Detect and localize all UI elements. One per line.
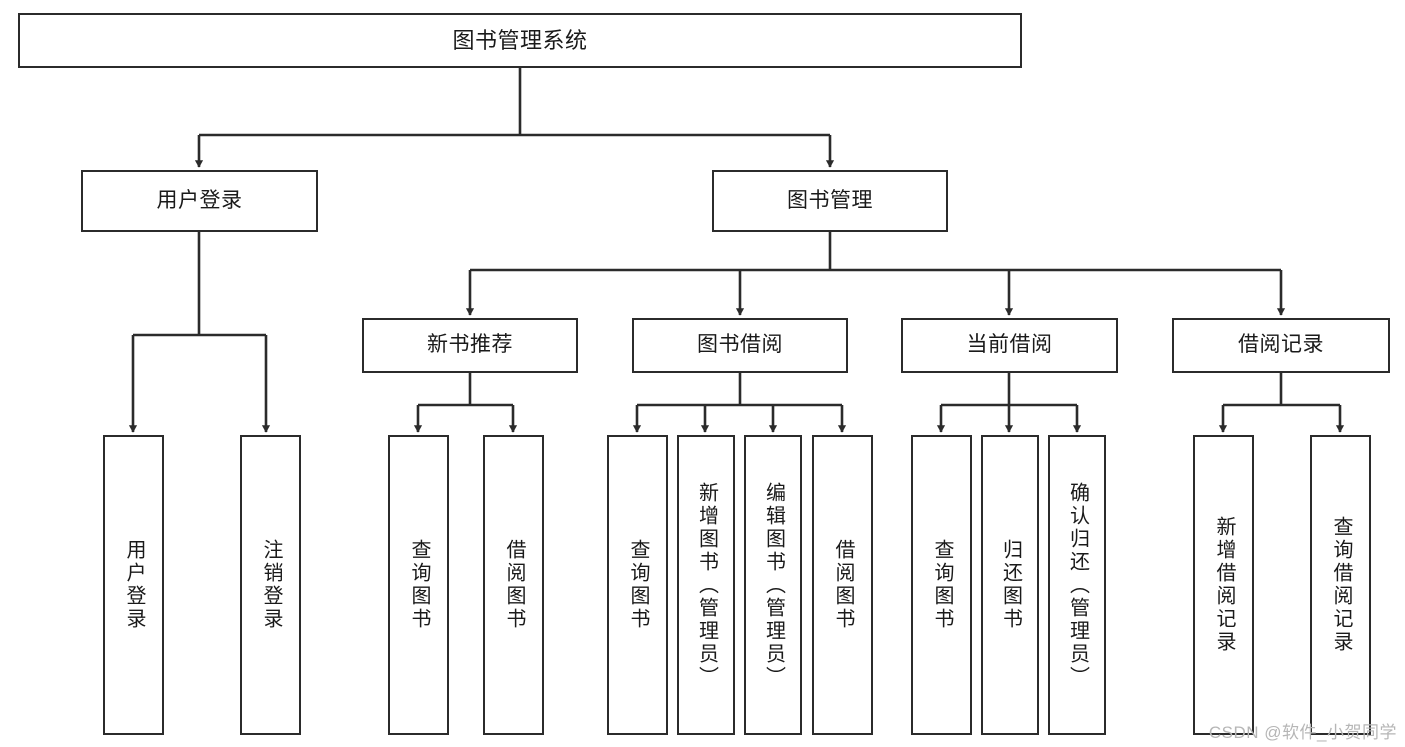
leaf-record-add-borrow-record[interactable]: 新增借阅记录	[1193, 435, 1254, 735]
node-book-management[interactable]: 图书管理	[712, 170, 948, 232]
node-current-borrowing[interactable]: 当前借阅	[901, 318, 1118, 373]
csdn-watermark: CSDN @软件_小贺同学	[1208, 723, 1397, 742]
leaf-record-query-borrow-record[interactable]: 查询借阅记录	[1310, 435, 1371, 735]
node-user-login[interactable]: 用户登录	[81, 170, 318, 232]
node-borrowing-record[interactable]: 借阅记录	[1172, 318, 1390, 373]
leaf-current-query-books[interactable]: 查询图书	[911, 435, 972, 735]
leaf-new-book-borrow-books[interactable]: 借阅图书	[483, 435, 544, 735]
leaf-borrow-borrow-books[interactable]: 借阅图书	[812, 435, 873, 735]
node-root-library-system[interactable]: 图书管理系统	[18, 13, 1022, 68]
leaf-new-book-query-books[interactable]: 查询图书	[388, 435, 449, 735]
leaf-current-return-books[interactable]: 归还图书	[981, 435, 1039, 735]
leaf-user-login[interactable]: 用户登录	[103, 435, 164, 735]
leaf-borrow-query-books[interactable]: 查询图书	[607, 435, 668, 735]
node-book-borrowing[interactable]: 图书借阅	[632, 318, 848, 373]
leaf-user-logout[interactable]: 注销登录	[240, 435, 301, 735]
leaf-borrow-add-book-admin[interactable]: 新增图书（管理员）	[677, 435, 735, 735]
leaf-borrow-edit-book-admin[interactable]: 编辑图书（管理员）	[744, 435, 802, 735]
leaf-current-confirm-return-admin[interactable]: 确认归还（管理员）	[1048, 435, 1106, 735]
node-new-book-recommendation[interactable]: 新书推荐	[362, 318, 578, 373]
